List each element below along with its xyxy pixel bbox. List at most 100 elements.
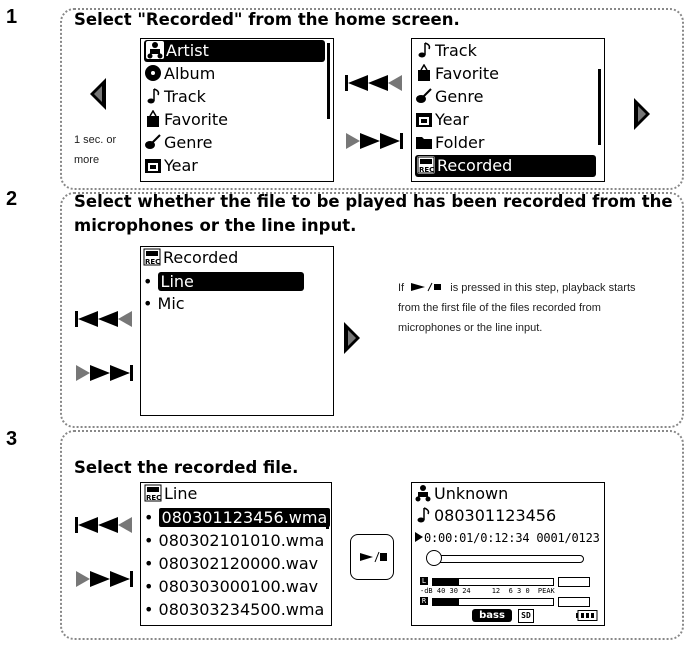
step-panel <box>60 8 684 190</box>
menu-item-label: 080303000100.wav <box>158 577 319 596</box>
next-button-icon <box>76 571 133 587</box>
menu-item[interactable]: Genre <box>144 132 325 154</box>
menu-item-label: Favorite <box>164 110 228 129</box>
menu-item-label: 080303234500.wma <box>158 600 325 619</box>
eq-badge: bass <box>472 609 512 622</box>
menu-item[interactable]: Year <box>415 109 596 131</box>
screen-title: Recorded <box>163 248 239 267</box>
svg-text:REC: REC <box>419 166 434 174</box>
menu-item-line[interactable]: • Line <box>143 271 327 293</box>
folder-icon <box>415 133 433 151</box>
playback-note: If is pressed in this step, playback sta… <box>398 282 636 334</box>
menu-item-label: Album <box>164 64 216 83</box>
menu-item[interactable]: Genre <box>415 86 596 108</box>
step-number: 1 <box>6 6 18 28</box>
bullet: • <box>144 554 159 573</box>
recorded-icon: REC <box>144 484 162 502</box>
menu-item-label: Track <box>164 87 206 106</box>
menu-item[interactable]: • 080302120000.wav <box>144 553 323 575</box>
bullet: • <box>144 600 159 619</box>
prev-button-icon <box>345 75 402 91</box>
screen-title: Line <box>164 484 198 503</box>
step-heading-line: Select whether the file to be played has… <box>74 192 673 211</box>
menu-item[interactable]: Artist <box>144 40 325 62</box>
step-number: 2 <box>6 188 18 210</box>
scrollbar[interactable] <box>327 43 330 119</box>
peak-box <box>558 577 590 587</box>
menu-item-label: Recorded <box>437 156 513 175</box>
step-panel <box>60 192 684 428</box>
menu-item-label: 080301123456.wma <box>158 508 331 527</box>
album-icon <box>144 64 162 82</box>
calendar-icon <box>415 110 433 128</box>
prev-button-icon <box>75 517 132 533</box>
menu-item-label: Favorite <box>435 64 499 83</box>
menu-item[interactable]: Track <box>415 40 596 62</box>
note-icon <box>415 41 433 59</box>
menu-item-label: 080302101010.wma <box>158 531 325 550</box>
artist-name: Unknown <box>434 484 509 503</box>
meter-left <box>432 578 554 586</box>
menu-item[interactable]: Folder <box>415 132 596 154</box>
menu-item[interactable]: Track <box>144 86 325 108</box>
sd-badge: SD <box>518 609 534 623</box>
play-pause-icon <box>360 551 387 563</box>
menu-item-label: Track <box>435 41 477 60</box>
step-heading: Select "Recorded" from the home screen. <box>74 10 460 29</box>
artist-icon <box>414 484 432 502</box>
step-heading-line: microphones or the line input. <box>74 216 357 235</box>
menu-item-label: Year <box>164 156 198 175</box>
menu-item-label: Genre <box>164 133 213 152</box>
play-time: 0:00:01/0:12:34 <box>424 531 530 545</box>
scrollbar[interactable] <box>326 509 329 529</box>
menu-item-label: Folder <box>435 133 485 152</box>
db-scale: -dB 40 30 24 12 6 3 0 PEAK <box>420 587 555 595</box>
svg-text:REC: REC <box>145 258 160 266</box>
menu-item-label: Year <box>435 110 469 129</box>
menu-item[interactable]: Favorite <box>144 109 325 131</box>
step-panel <box>60 430 684 640</box>
progress-bar <box>434 555 584 563</box>
battery-icon <box>576 610 598 621</box>
recorded-icon: REC <box>417 156 435 174</box>
calendar-icon <box>144 156 162 174</box>
left-arrow-icon <box>90 78 106 110</box>
meter-right <box>432 598 554 606</box>
recorded-icon: REC <box>143 248 161 266</box>
step-number: 3 <box>6 428 18 450</box>
menu-item[interactable]: Favorite <box>415 63 596 85</box>
menu-item[interactable]: Album <box>144 63 325 85</box>
play-pause-icon <box>411 282 442 292</box>
step-heading: Select the recorded file. <box>74 458 299 477</box>
menu-item-label: Genre <box>435 87 484 106</box>
bullet: • <box>144 577 159 596</box>
menu-item[interactable]: • 080303234500.wma <box>144 599 325 621</box>
note-icon <box>144 87 162 105</box>
right-arrow-icon <box>344 322 360 354</box>
menu-item[interactable]: • 080302101010.wma <box>144 530 325 552</box>
menu-item[interactable]: Year <box>144 155 325 177</box>
guitar-icon <box>144 133 162 151</box>
menu-item[interactable]: • 080303000100.wav <box>144 576 323 598</box>
channel-label: R <box>420 597 428 605</box>
favorite-icon <box>415 63 433 82</box>
peak-box <box>558 597 590 607</box>
track-index: 0001/0123 <box>536 531 600 545</box>
menu-item-label: 080302120000.wav <box>158 554 319 573</box>
play-pause-button[interactable] <box>350 534 394 580</box>
menu-item-mic[interactable]: • Mic <box>143 294 185 313</box>
favorite-icon <box>144 109 162 128</box>
scrollbar[interactable] <box>598 69 601 145</box>
svg-text:REC: REC <box>146 494 161 502</box>
note-icon <box>414 506 432 524</box>
menu-item[interactable]: • 080301123456.wma <box>144 507 331 529</box>
channel-label: L <box>420 577 428 585</box>
menu-item-label: Artist <box>166 41 209 60</box>
play-icon <box>415 532 423 542</box>
